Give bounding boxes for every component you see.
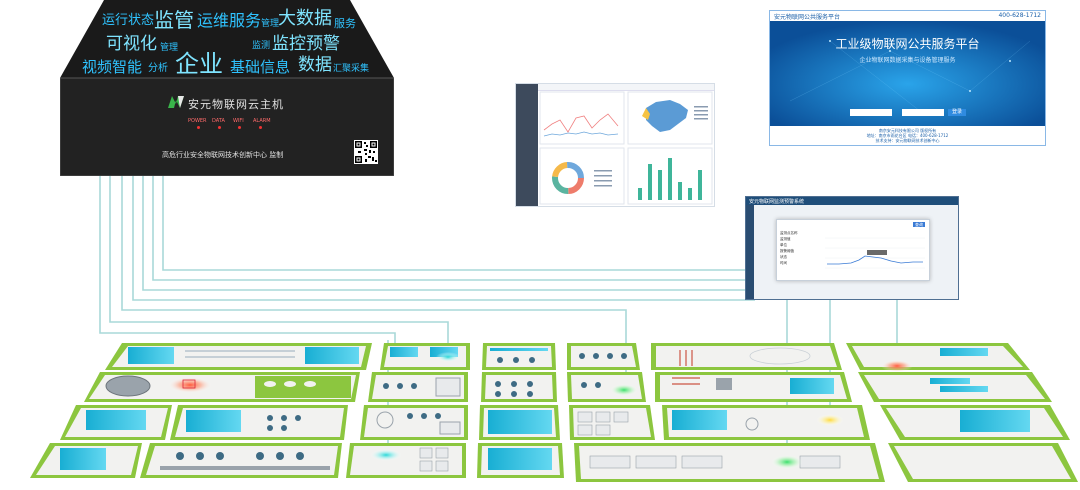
monitor-sidebar [746, 205, 754, 299]
portal-window: 安元物联网公共服务平台 400-628-1712 工业级物联网公共服务平台 企业… [769, 10, 1046, 146]
monitor-query-button[interactable]: 查询 [913, 222, 925, 227]
monitor-title: 安元物联网监测预警系统 [749, 199, 805, 205]
led-label-wifi: WIFI [233, 118, 244, 124]
line-series-red [543, 113, 619, 133]
cloud-word: 运行状态 [102, 13, 155, 28]
dashboard-sidebar [516, 84, 538, 206]
host-shape [60, 0, 394, 176]
monitor-line-chart [825, 237, 925, 269]
connection-line [162, 176, 755, 271]
alarm-led [259, 126, 262, 129]
bar-mark [638, 188, 642, 200]
connection-line [109, 176, 449, 356]
power-led [197, 126, 200, 129]
monitor-field-label: 报警阈值 [780, 249, 794, 253]
data-led [218, 126, 221, 129]
portal-footer-line: 技术支持：安元物联网技术创新中心 [875, 138, 940, 143]
cloud-word: 管理 [261, 19, 280, 29]
portal-subtitle: 企业物联网数据采集与设备管理服务 [859, 57, 956, 64]
bar-mark [668, 158, 672, 200]
portal-topbar: 安元物联网公共服务平台 400-628-1712 [770, 11, 1045, 21]
username-input[interactable] [850, 109, 892, 116]
cloud-word: 监控预警 [272, 34, 340, 54]
tile-row-2 [84, 372, 1052, 402]
portal-footer-line: 地址：南京市雨花台区 电话：400-628-1712 [866, 133, 949, 138]
brand-title: 安元物联网云主机 [188, 98, 284, 111]
bar-mark [698, 170, 702, 200]
login-button[interactable]: 登录 [948, 109, 966, 116]
portal-title: 工业级物联网公共服务平台 [835, 37, 980, 51]
cloud-word: 数据 [298, 55, 332, 75]
dashboard-header [538, 84, 714, 91]
analytics-dashboard [515, 83, 715, 207]
monitor-field-label: 时间 [780, 261, 787, 265]
led-label-alarm: ALARM [253, 118, 271, 124]
portal-footer-line: 南京安元科技有限公司 版权所有 [878, 128, 937, 133]
led-label-power: POWER [188, 118, 207, 124]
qr-code-icon [354, 140, 378, 164]
monitor-field-label: 单位 [780, 243, 787, 247]
cloud-word: 分析 [148, 63, 168, 74]
bar-mark [648, 164, 652, 200]
password-input[interactable] [902, 109, 944, 116]
bar-mark [678, 182, 682, 200]
n-logo-icon [168, 96, 184, 108]
bar-mark [688, 188, 692, 200]
cloud-host-box: 运行状态 监管 运维服务 管理 大数据 服务 可视化 管理 监测 监控预警 视频… [60, 0, 394, 176]
monitor-field-label: 状态 [780, 255, 787, 259]
tile-row-4 [30, 443, 1078, 482]
bar-mark [658, 170, 662, 200]
cloud-word: 监测 [252, 41, 271, 51]
cloud-word: 基础信息 [230, 58, 291, 76]
cloud-word: 管理 [160, 43, 179, 53]
monitor-window: 安元物联网监测预警系统 查询 监测点名称 监测值 单位 报警阈值 状态 时间 [745, 196, 959, 300]
monitor-titlebar: 安元物联网监测预警系统 [746, 197, 958, 205]
connection-line [121, 176, 627, 372]
led-label-data: DATA [212, 118, 225, 124]
monitor-field-label: 监测点名称 [780, 231, 798, 235]
monitor-field-label: 监测值 [780, 237, 791, 241]
cloud-word: 监管 [154, 8, 194, 32]
monitor-dialog: 查询 监测点名称 监测值 单位 报警阈值 状态 时间 [776, 219, 930, 281]
cloud-word: 服务 [334, 17, 356, 30]
tile-row-3 [60, 405, 1070, 440]
cloud-word: 可视化 [106, 34, 157, 54]
wifi-led [238, 126, 241, 129]
portal-topbar-left: 安元物联网公共服务平台 [774, 14, 841, 21]
line-series-blue [543, 131, 619, 137]
connection-line [152, 176, 755, 281]
cloud-word: 汇聚采集 [333, 64, 370, 74]
host-footer-text: 高危行业安全物联网技术创新中心 监制 [162, 151, 284, 159]
dashboard-charts [539, 91, 713, 205]
connection-line [142, 176, 755, 291]
connection-line [132, 176, 755, 301]
portal-network-bg [770, 21, 1045, 126]
cloud-word: 视频智能 [82, 58, 143, 76]
cloud-word: 企业 [175, 50, 223, 78]
portal-topbar-right: 400-628-1712 [998, 12, 1041, 19]
china-map-icon [646, 100, 688, 132]
tile-row-1 [105, 343, 1030, 372]
bar-chart [638, 158, 702, 200]
cloud-word: 大数据 [278, 8, 332, 29]
cloud-word: 运维服务 [197, 11, 262, 30]
portal-footer: 南京安元科技有限公司 版权所有 地址：南京市雨花台区 电话：400-628-17… [770, 126, 1045, 145]
